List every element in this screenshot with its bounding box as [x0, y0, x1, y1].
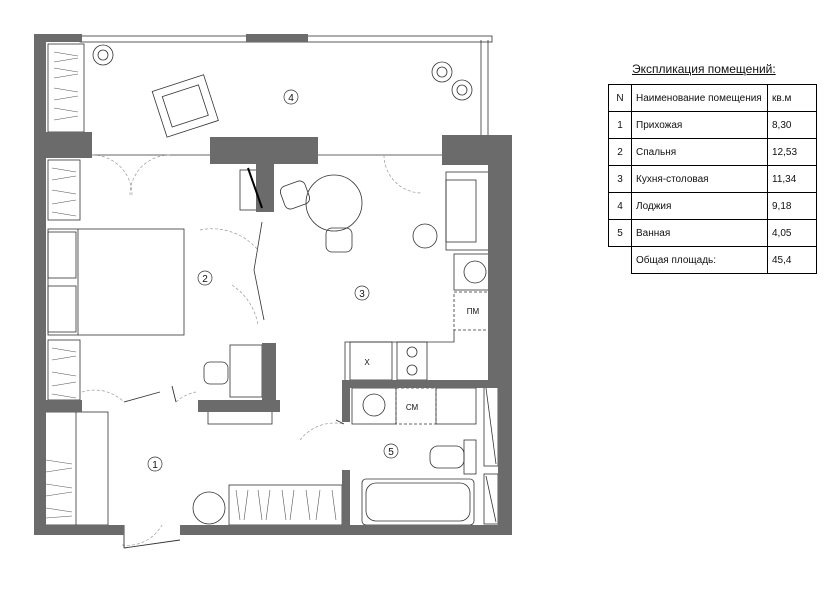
svg-text:2: 2: [202, 274, 208, 285]
row-area: 8,30: [767, 111, 817, 139]
room-number-5: 5: [383, 443, 399, 459]
armchair: [151, 74, 219, 138]
table-row: 4 Лоджия 9,18: [608, 192, 817, 220]
round-table: [305, 174, 363, 232]
room-number-2: 2: [197, 270, 213, 286]
table-row: 2 Спальня 12,53: [608, 138, 817, 166]
row-name: Кухня-столовая: [631, 165, 768, 193]
row-n: 5: [608, 219, 632, 247]
header-name: Наименование помещения: [631, 84, 768, 112]
row-area: 4,05: [767, 219, 817, 247]
bedroom-chair: [203, 361, 229, 385]
row-n: 1: [608, 111, 632, 139]
svg-text:4: 4: [288, 93, 294, 104]
row-name: Прихожая: [631, 111, 768, 139]
label-dishwasher: ПМ: [467, 307, 480, 316]
sliding-partition: [253, 221, 265, 321]
svg-text:3: 3: [359, 289, 365, 300]
header-n: N: [608, 84, 632, 112]
total-area: 45,4: [767, 246, 817, 274]
room-number-4: 4: [283, 89, 299, 105]
loggia-wardrobe: [47, 43, 85, 133]
hallway-pouf: [192, 491, 226, 525]
table-total-row: Общая площадь: 45,4: [608, 246, 817, 274]
walls: [34, 34, 512, 535]
row-n: 3: [608, 165, 632, 193]
row-n: 2: [608, 138, 632, 166]
plant-right-2: [451, 79, 473, 101]
table-row: 5 Ванная 4,05: [608, 219, 817, 247]
room-number-3: 3: [354, 285, 370, 301]
bedroom-desk: [229, 344, 263, 398]
bathroom-cabinet: [435, 387, 477, 425]
row-area: 9,18: [767, 192, 817, 220]
sofa: [445, 171, 491, 251]
total-name: Общая площадь:: [631, 246, 768, 274]
double-bed: [47, 228, 185, 336]
stove: [396, 341, 428, 381]
label-fridge: Х: [364, 358, 370, 367]
label-washing-machine: СМ: [406, 403, 419, 412]
svg-text:5: 5: [388, 447, 394, 458]
row-name: Ванная: [631, 219, 768, 247]
fridge: [349, 341, 393, 381]
total-n: [608, 246, 632, 274]
hallway-wardrobe: [41, 411, 109, 526]
toilet: [429, 439, 477, 475]
row-area: 12,53: [767, 138, 817, 166]
dining-chair-2: [325, 227, 353, 253]
floor-plan: 1 2 3 4 5 СМ ПМ Х: [34, 34, 512, 549]
dining-chair-1: [279, 180, 311, 210]
bathtub: [361, 478, 475, 526]
row-name: Лоджия: [631, 192, 768, 220]
bedroom-wardrobe-bottom: [47, 339, 81, 401]
explication-table: N Наименование помещения кв.м 1 Прихожая…: [608, 84, 817, 274]
explication-title: Экспликация помещений:: [632, 62, 776, 76]
pouf: [412, 223, 438, 249]
row-n: 4: [608, 192, 632, 220]
header-area: кв.м: [767, 84, 817, 112]
door-swings: [81, 154, 423, 546]
bathroom-sink: [362, 393, 386, 417]
table-row: 1 Прихожая 8,30: [608, 111, 817, 139]
plant-right-1: [431, 61, 453, 83]
table-row: 3 Кухня-столовая 11,34: [608, 165, 817, 193]
row-area: 11,34: [767, 165, 817, 193]
bedroom-wardrobe-top: [47, 159, 81, 221]
table-header-row: N Наименование помещения кв.м: [608, 84, 817, 112]
room-number-1: 1: [147, 456, 163, 472]
kitchen-sink: [463, 260, 487, 284]
plant-top-left: [92, 44, 114, 66]
bathroom-sink-counter: [351, 387, 397, 425]
svg-text:1: 1: [152, 460, 158, 471]
row-name: Спальня: [631, 138, 768, 166]
